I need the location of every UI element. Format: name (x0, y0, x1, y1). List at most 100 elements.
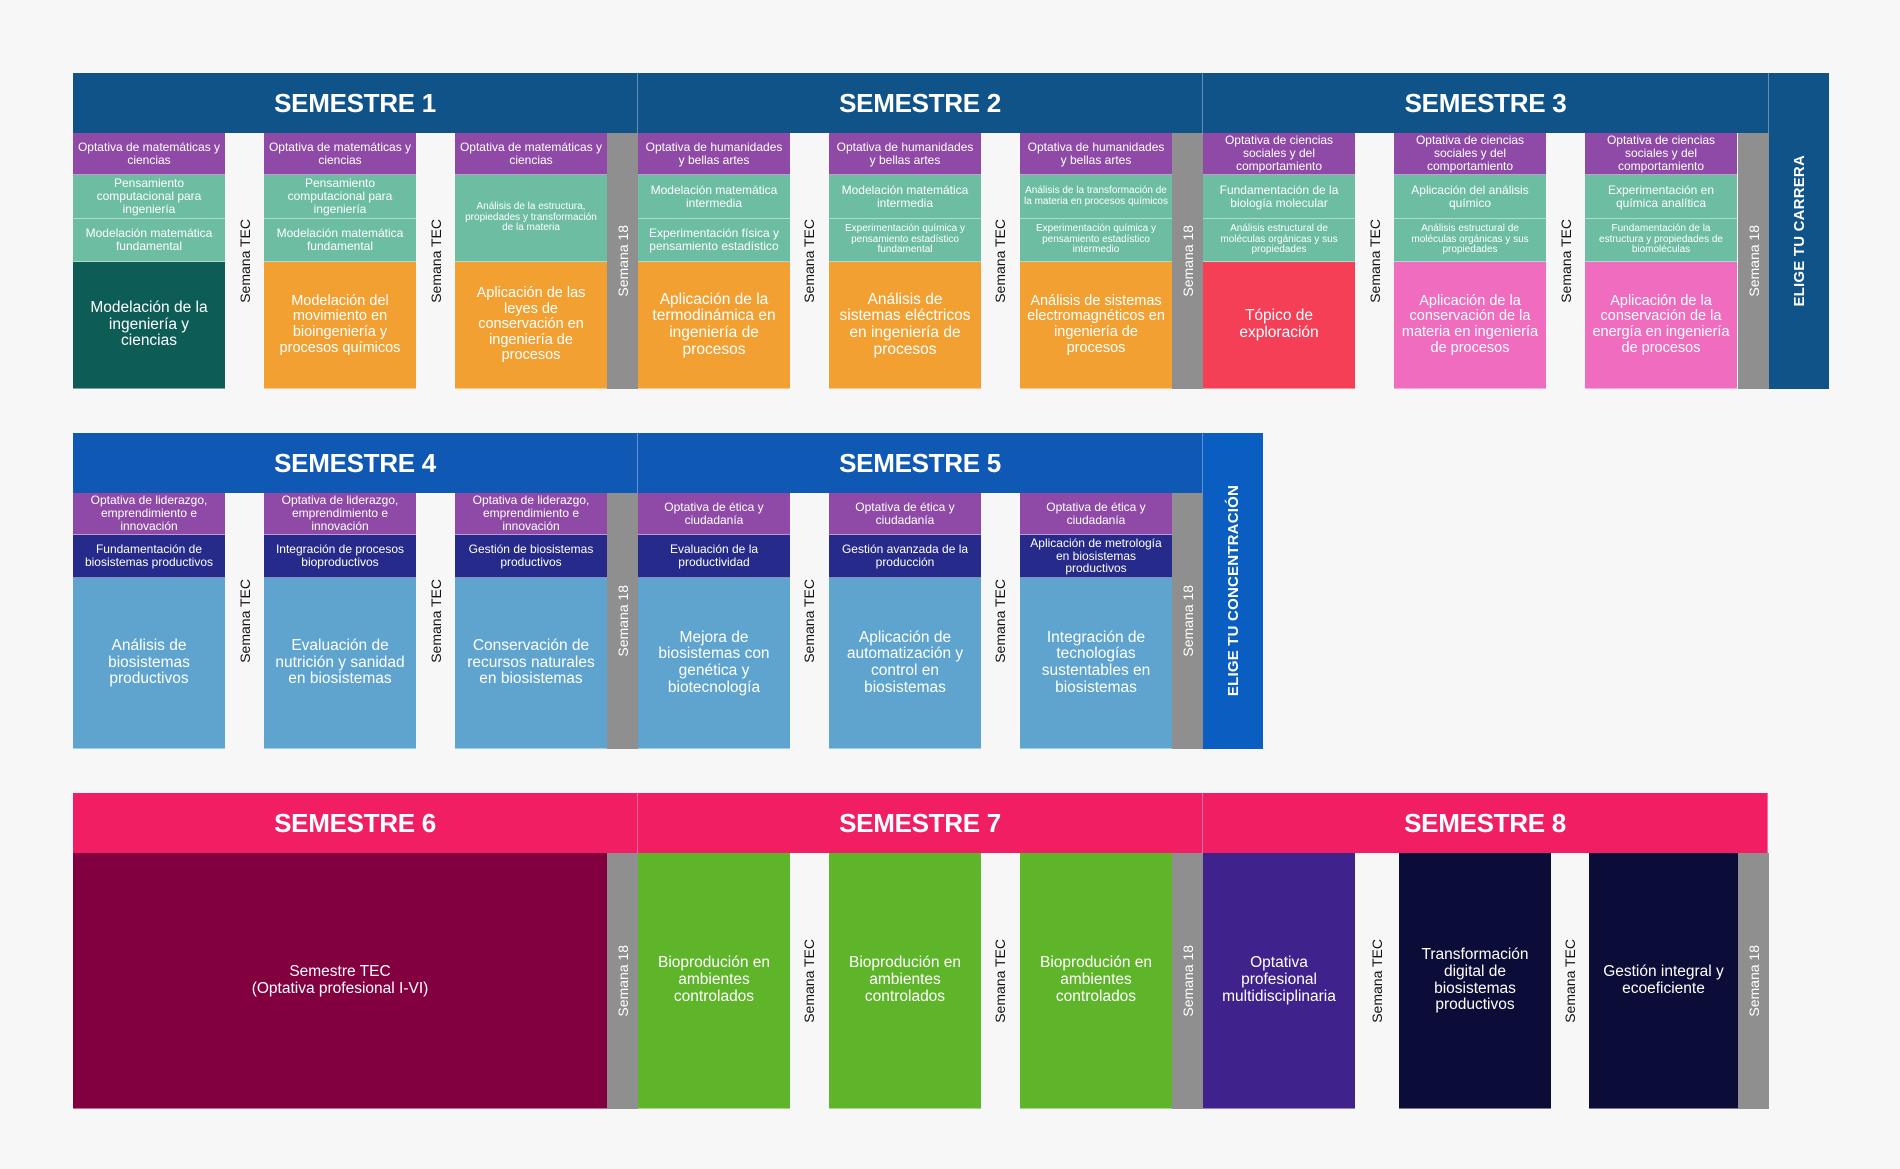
semana-tec-text: Semana TEC (991, 579, 1008, 663)
course-cell[interactable]: Aplicación de metrología en biosistemas … (1020, 535, 1172, 578)
course-cell[interactable]: Integración de procesos bioproductivos (264, 535, 416, 578)
course-cell-main[interactable]: Bioprodución en ambientes controlados (638, 853, 790, 1109)
course-cell[interactable]: Optativa de humanidades y bellas artes (1020, 133, 1172, 175)
semana-18-text: Semana 18 (614, 585, 631, 657)
semana-tec-text: Semana TEC (1557, 219, 1574, 303)
course-cell-main[interactable]: Conservación de recursos naturales en bi… (455, 578, 607, 749)
semester-header: SEMESTRE 5 (638, 433, 1203, 493)
semana-tec-text: Semana TEC (991, 939, 1008, 1023)
course-cell[interactable]: Experimentación en química analítica (1585, 175, 1737, 219)
course-cell[interactable]: Evaluación de la productividad (638, 535, 790, 578)
semana-tec-text: Semana TEC (427, 579, 444, 663)
course-cell-main[interactable]: Aplicación de automatización y control e… (829, 578, 981, 749)
semana-tec-text: Semana TEC (991, 219, 1008, 303)
semester-header: SEMESTRE 8 (1203, 793, 1768, 853)
course-cell[interactable]: Pensamiento computacional para ingenierí… (264, 175, 416, 219)
semester-header: SEMESTRE 7 (638, 793, 1203, 853)
course-cell[interactable]: Optativa de ciencias sociales y del comp… (1585, 133, 1737, 175)
course-cell[interactable]: Optativa de liderazgo, emprendimiento e … (455, 493, 607, 535)
course-cell[interactable]: Optativa de liderazgo, emprendimiento e … (73, 493, 225, 535)
semester-header: SEMESTRE 4 (73, 433, 638, 493)
semana-tec-text: Semana TEC (1562, 939, 1578, 1023)
semana-tec-label: Semana TEC (416, 133, 455, 389)
course-cell-main[interactable]: Bioprodución en ambientes controlados (829, 853, 981, 1109)
semana-18-text: Semana 18 (1179, 945, 1196, 1017)
course-cell-main[interactable]: Modelación del movimiento en bioingenier… (264, 262, 416, 389)
course-cell-main[interactable]: Optativa profesional multidisciplinaria (1203, 853, 1355, 1109)
semana-tec-label: Semana TEC (980, 493, 1019, 749)
course-cell-main[interactable]: Mejora de biosistemas con genética y bio… (638, 578, 790, 749)
course-cell[interactable]: Optativa de ciencias sociales y del comp… (1394, 133, 1546, 175)
semana-tec-label: Semana TEC (1355, 853, 1399, 1109)
semestre-tec-subtitle: (Optativa profesional I-VI) (251, 979, 429, 997)
course-cell[interactable]: Fundamentación de biosistemas productivo… (73, 535, 225, 578)
course-cell-main[interactable]: Aplicación de las leyes de conservación … (455, 262, 607, 389)
course-cell[interactable]: Gestión de biosistemas productivos (455, 535, 607, 578)
course-cell[interactable]: Modelación matemática intermedia (638, 175, 790, 219)
semana-18-bar: Semana 18 (607, 493, 638, 749)
course-cell-main[interactable]: Aplicación de la termodinámica en ingeni… (638, 262, 790, 389)
course-cell[interactable]: Modelación matemática fundamental (73, 219, 225, 262)
course-cell[interactable]: Optativa de liderazgo, emprendimiento e … (264, 493, 416, 535)
course-cell[interactable]: Optativa de ciencias sociales y del comp… (1203, 133, 1355, 175)
semana-tec-text: Semana TEC (800, 219, 817, 303)
course-cell-main[interactable]: Análisis de sistemas electromagnéticos e… (1020, 262, 1172, 389)
course-cell[interactable]: Optativa de humanidades y bellas artes (638, 133, 790, 175)
course-cell[interactable]: Optativa de matemáticas y ciencias (73, 133, 225, 175)
course-cell[interactable]: Optativa de humanidades y bellas artes (829, 133, 981, 175)
course-cell-main[interactable]: Aplicación de la conservación de la mate… (1394, 262, 1546, 389)
course-cell[interactable]: Optativa de ética y ciudadanía (638, 493, 790, 535)
side-banner-text: ELIGE TU CONCENTRACIÓN (1224, 485, 1242, 697)
semana-tec-text: Semana TEC (236, 579, 253, 663)
course-cell[interactable]: Modelación matemática intermedia (829, 175, 981, 219)
course-cell-main[interactable]: Aplicación de la conservación de la ener… (1585, 262, 1737, 389)
semana-tec-label: Semana TEC (1546, 133, 1585, 389)
course-cell-main[interactable]: Modelación de la ingeniería y ciencias (73, 262, 225, 389)
semana-tec-label: Semana TEC (1355, 133, 1394, 389)
course-cell[interactable]: Análisis estructural de moléculas orgáni… (1203, 219, 1355, 262)
semana-18-bar: Semana 18 (1172, 853, 1203, 1109)
course-cell[interactable]: Análisis estructural de moléculas orgáni… (1394, 219, 1546, 262)
course-cell-main[interactable]: Análisis de sistemas eléctricos en ingen… (829, 262, 981, 389)
course-cell-main[interactable]: Gestión integral y ecoeficiente (1589, 853, 1738, 1109)
semester-header: SEMESTRE 1 (73, 73, 638, 133)
course-cell[interactable]: Optativa de matemáticas y ciencias (455, 133, 607, 175)
course-cell[interactable]: Fundamentación de la biología molecular (1203, 175, 1355, 219)
semana-tec-label: Semana TEC (225, 133, 264, 389)
semana-18-text: Semana 18 (1745, 225, 1762, 297)
course-cell[interactable]: Optativa de ética y ciudadanía (829, 493, 981, 535)
side-banner: ELIGE TU CONCENTRACIÓN (1203, 433, 1263, 749)
semana-tec-text: Semana TEC (1366, 219, 1383, 303)
semestre-tec-block[interactable]: Semestre TEC(Optativa profesional I-VI) (73, 853, 607, 1109)
semana-18-text: Semana 18 (1179, 585, 1196, 657)
semana-18-text: Semana 18 (614, 225, 631, 297)
side-banner: ELIGE TU CARRERA (1769, 73, 1829, 389)
course-cell[interactable]: Modelación matemática fundamental (264, 219, 416, 262)
course-cell[interactable]: Experimentación química y pensamiento es… (1020, 219, 1172, 262)
semana-18-text: Semana 18 (1745, 945, 1762, 1017)
course-cell[interactable]: Aplicación del análisis químico (1394, 175, 1546, 219)
course-cell-main[interactable]: Transformación digital de biosistemas pr… (1399, 853, 1551, 1109)
course-cell[interactable]: Gestión avanzada de la producción (829, 535, 981, 578)
semester-header: SEMESTRE 3 (1203, 73, 1769, 133)
course-cell-main[interactable]: Tópico de exploración (1203, 262, 1355, 389)
course-cell[interactable]: Análisis de la estructura, propiedades y… (455, 175, 607, 262)
course-cell-main[interactable]: Integración de tecnologías sustentables … (1020, 578, 1172, 749)
semana-18-bar: Semana 18 (1738, 853, 1769, 1109)
semana-18-bar: Semana 18 (1172, 493, 1203, 749)
course-cell-main[interactable]: Bioprodución en ambientes controlados (1020, 853, 1172, 1109)
course-cell[interactable]: Experimentación física y pensamiento est… (638, 219, 790, 262)
course-cell-main[interactable]: Evaluación de nutrición y sanidad en bio… (264, 578, 416, 749)
semana-tec-label: Semana TEC (225, 493, 264, 749)
semana-tec-text: Semana TEC (427, 219, 444, 303)
course-cell[interactable]: Análisis de la transformación de la mate… (1020, 175, 1172, 219)
course-cell[interactable]: Optativa de ética y ciudadanía (1020, 493, 1172, 535)
course-cell[interactable]: Experimentación química y pensamiento es… (829, 219, 981, 262)
semana-tec-text: Semana TEC (236, 219, 253, 303)
course-cell[interactable]: Fundamentación de la estructura y propie… (1585, 219, 1737, 262)
semana-18-bar: Semana 18 (1172, 133, 1203, 389)
course-cell[interactable]: Optativa de matemáticas y ciencias (264, 133, 416, 175)
course-cell-main[interactable]: Análisis de biosistemas productivos (73, 578, 225, 749)
semana-18-bar: Semana 18 (607, 853, 638, 1109)
course-cell[interactable]: Pensamiento computacional para ingenierí… (73, 175, 225, 219)
